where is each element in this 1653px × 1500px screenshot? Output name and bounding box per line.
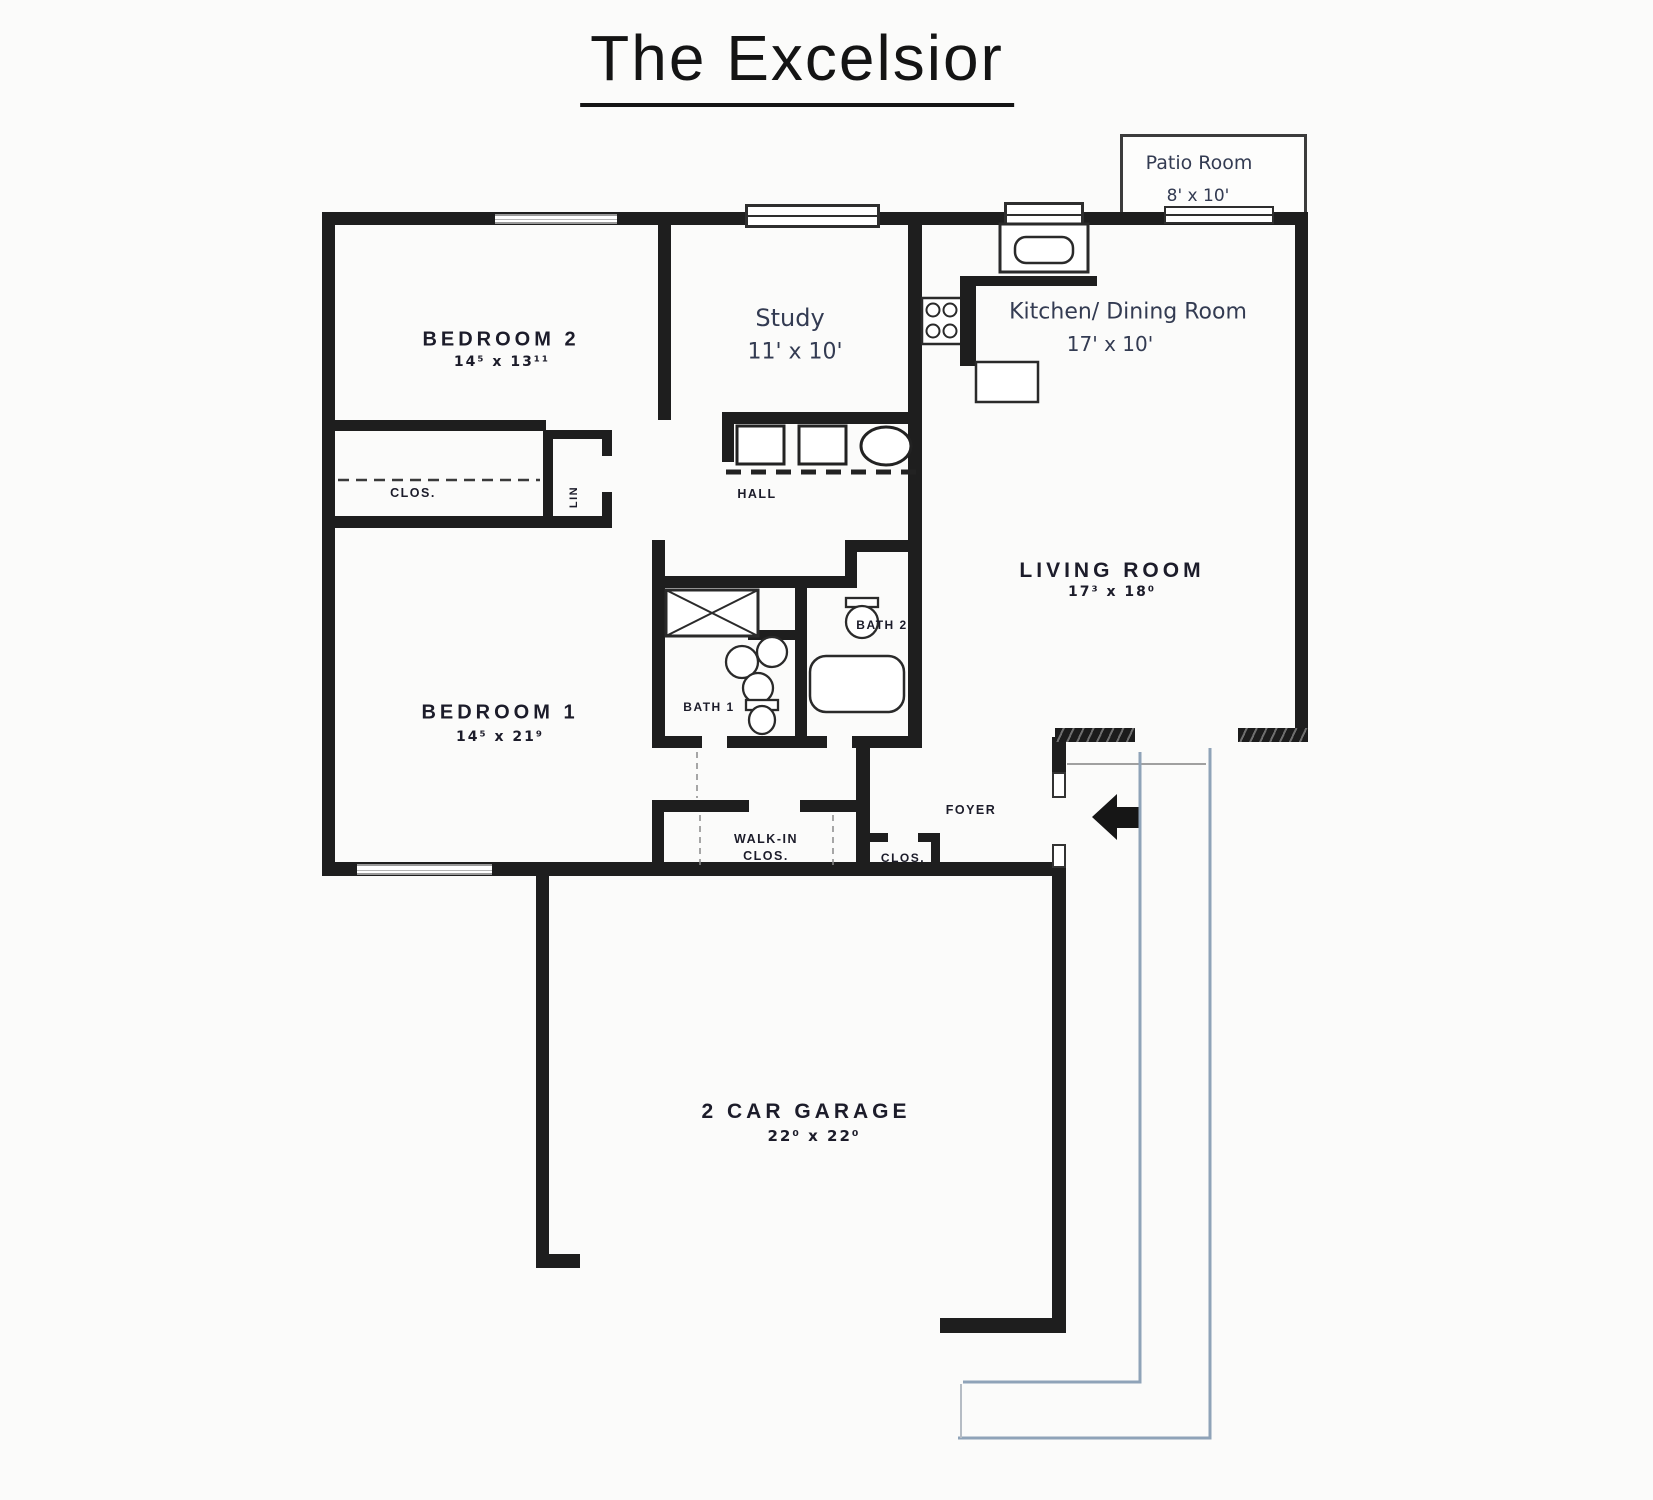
window <box>495 214 617 224</box>
wall <box>940 1318 1066 1333</box>
window <box>1164 206 1274 224</box>
wall <box>652 540 665 744</box>
wall <box>602 430 612 456</box>
bath2-toilet <box>844 604 880 640</box>
wall <box>322 516 612 528</box>
label-bath-2: BATH 2 <box>856 618 908 632</box>
burner <box>925 302 941 318</box>
label-linen-closet: LIN <box>568 485 580 509</box>
room-label-study: Study <box>755 304 825 332</box>
room-dims-garage: 22⁰ x 22⁰ <box>767 1127 861 1145</box>
label-closet-bedroom2: CLOS. <box>390 486 436 500</box>
label-closet-foyer: CLOS. <box>880 851 926 865</box>
room-label-kitchen: Kitchen/ Dining Room <box>1009 299 1247 325</box>
room-label-bedroom-2: BEDROOM 2 <box>422 328 580 351</box>
room-label-garage: 2 CAR GARAGE <box>701 1100 911 1123</box>
wall <box>727 736 827 748</box>
bath1-toilet <box>747 704 777 736</box>
room-dims-living: 17³ x 18⁰ <box>1067 584 1157 600</box>
wall <box>602 492 612 522</box>
hall-appliance <box>735 424 786 466</box>
wall <box>1295 212 1308 740</box>
wall <box>800 800 858 812</box>
shower-x <box>665 589 759 637</box>
room-label-bedroom-1: BEDROOM 1 <box>421 701 579 724</box>
room-label-patio: Patio Room <box>1145 152 1253 174</box>
page-title: The Excelsior <box>580 21 1014 107</box>
porch-wall <box>1055 728 1135 742</box>
wall <box>908 218 922 742</box>
counter <box>960 276 1097 286</box>
wall <box>652 736 702 748</box>
label-foyer: FOYER <box>945 803 997 817</box>
walkway-line <box>963 752 1142 1384</box>
wall <box>322 862 1066 876</box>
kitchen-sink-basin <box>1013 235 1075 265</box>
wall <box>652 800 664 874</box>
wall <box>543 430 612 439</box>
window <box>357 864 492 875</box>
wall <box>652 800 749 812</box>
label-bath-1: BATH 1 <box>683 700 735 714</box>
wall <box>536 1254 580 1268</box>
porch-wall <box>1238 728 1308 742</box>
room-label-living: LIVING ROOM <box>1019 559 1205 582</box>
room-dims-study: 11' x 10' <box>747 339 843 365</box>
burner <box>925 323 941 339</box>
patio-room-outline <box>1120 134 1307 218</box>
bath1-sink <box>741 671 775 705</box>
wall <box>795 588 807 738</box>
room-dims-bedroom-2: 14⁵ x 13¹¹ <box>453 354 551 370</box>
door-jamb <box>1052 772 1066 798</box>
burner <box>942 302 958 318</box>
bath1-sink <box>755 635 789 669</box>
wall <box>722 412 734 462</box>
wall <box>870 833 888 842</box>
room-dims-kitchen: 17' x 10' <box>1066 332 1154 356</box>
wall <box>856 740 870 874</box>
wall <box>658 576 850 588</box>
wall <box>543 430 553 522</box>
window <box>745 204 880 228</box>
label-walkin-closet-1: WALK-IN <box>734 832 798 846</box>
counter <box>960 276 976 366</box>
hall-table <box>859 425 913 467</box>
wall <box>918 833 940 842</box>
wall <box>658 218 671 420</box>
hall-appliance <box>797 424 848 466</box>
entry-arrow-icon <box>1092 794 1141 840</box>
room-dims-bedroom-1: 14⁵ x 21⁹ <box>455 729 545 745</box>
bath1-sink <box>724 644 760 680</box>
door-jamb <box>1052 844 1066 868</box>
wall <box>748 630 807 640</box>
wall <box>1052 866 1066 1322</box>
burner <box>942 323 958 339</box>
wall <box>322 420 546 431</box>
wall <box>722 412 922 424</box>
wall <box>322 212 335 874</box>
label-hall: HALL <box>737 487 777 501</box>
walkway-line <box>958 748 1212 1440</box>
room-dims-patio: 8' x 10' <box>1166 186 1230 206</box>
wall <box>536 874 549 1266</box>
label-walkin-closet-2: CLOS. <box>743 849 789 863</box>
wall <box>931 833 940 874</box>
dishwasher <box>974 360 1040 404</box>
bath2-tub <box>808 654 906 714</box>
wall <box>845 540 922 552</box>
wall <box>1052 737 1066 774</box>
